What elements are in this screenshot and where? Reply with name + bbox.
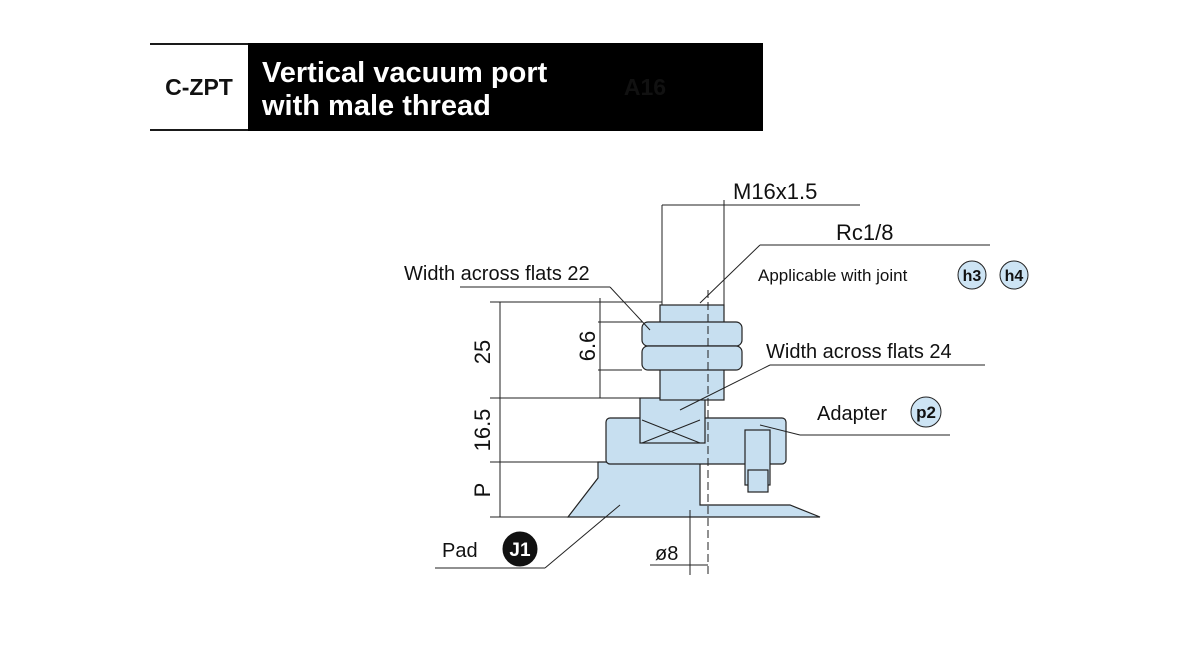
flats-24-label: Width across flats 24 bbox=[766, 341, 952, 363]
title-block bbox=[248, 43, 763, 131]
svg-text:h3: h3 bbox=[963, 268, 982, 285]
diameter-label: ø8 bbox=[655, 543, 678, 565]
adapter-badge: p2 bbox=[910, 396, 942, 428]
part-header: C-ZPT Vertical vacuum port with male thr… bbox=[150, 43, 763, 131]
thread-label: M16x1.5 bbox=[733, 179, 817, 204]
flats-22-label: Width across flats 22 bbox=[404, 263, 590, 285]
joint-badge-h3: h3 bbox=[957, 260, 987, 290]
pad-label: Pad bbox=[442, 540, 478, 562]
series-code: C-ZPT bbox=[165, 73, 233, 100]
adapter-bolt bbox=[747, 469, 769, 493]
nut-lower bbox=[641, 345, 743, 371]
svg-text:p2: p2 bbox=[916, 403, 936, 422]
hex-cross bbox=[641, 419, 701, 444]
nut-upper bbox=[641, 321, 743, 347]
joint-badge-h4: h4 bbox=[999, 260, 1029, 290]
dim-6-6: 6.6 bbox=[575, 331, 600, 362]
dim-25: 25 bbox=[470, 340, 495, 364]
model-code: A16 bbox=[623, 73, 667, 100]
title-line-2: with male thread bbox=[262, 90, 491, 122]
hex-24 bbox=[639, 397, 706, 444]
suction-pad bbox=[566, 461, 821, 518]
part-title: Vertical vacuum port with male thread bbox=[262, 57, 622, 123]
adapter-label: Adapter bbox=[817, 403, 887, 425]
joint-label: Applicable with joint bbox=[758, 266, 908, 285]
svg-text:h4: h4 bbox=[1005, 268, 1024, 285]
port-label: Rc1/8 bbox=[836, 220, 893, 245]
svg-text:J1: J1 bbox=[509, 540, 531, 561]
title-line-1: Vertical vacuum port bbox=[262, 57, 548, 89]
dim-p: P bbox=[470, 483, 495, 498]
dim-16-5: 16.5 bbox=[470, 409, 495, 452]
pad-badge: J1 bbox=[502, 531, 538, 567]
